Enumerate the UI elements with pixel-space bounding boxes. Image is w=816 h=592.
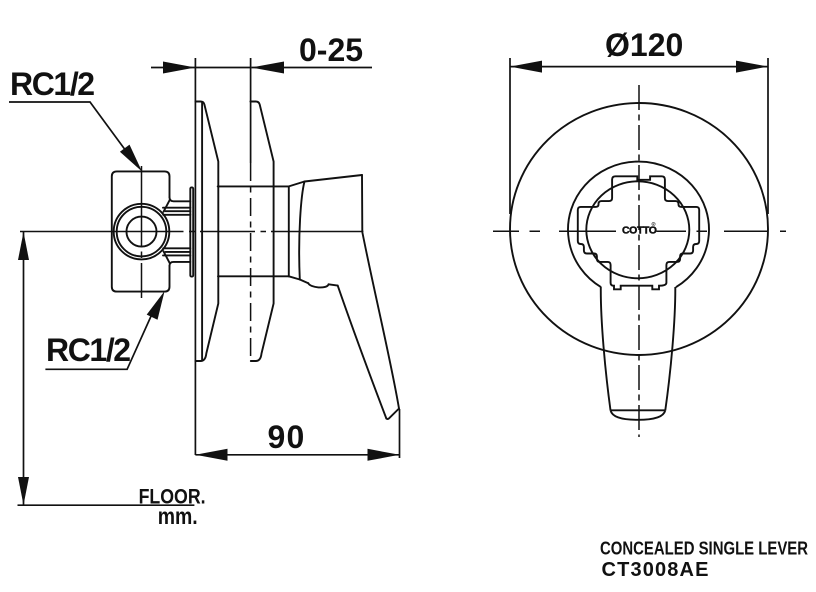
svg-text:CT3008AE: CT3008AE [602, 559, 709, 581]
svg-text:RC1/2: RC1/2 [46, 332, 130, 368]
svg-text:0-25: 0-25 [299, 32, 363, 68]
svg-text:RC1/2: RC1/2 [10, 66, 94, 102]
svg-text:®: ® [652, 221, 656, 228]
svg-text:Ø120: Ø120 [605, 27, 683, 63]
svg-text:mm.: mm. [158, 503, 198, 529]
svg-text:COTTO: COTTO [622, 225, 657, 237]
svg-text:90: 90 [268, 419, 306, 455]
svg-text:FLOOR.: FLOOR. [139, 486, 206, 509]
svg-text:CONCEALED SINGLE LEVER: CONCEALED SINGLE LEVER [600, 538, 808, 559]
